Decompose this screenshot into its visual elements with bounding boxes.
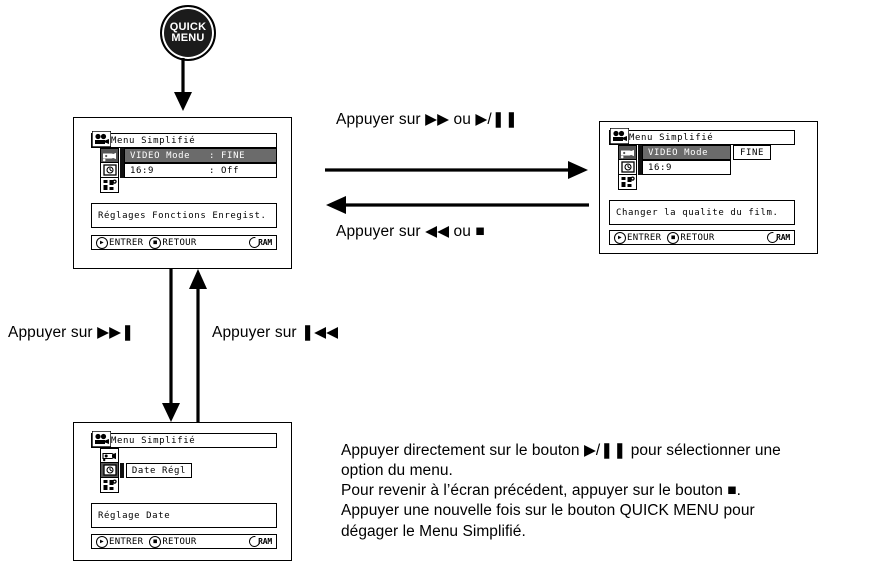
sidebar-icon-settings[interactable] (100, 178, 119, 193)
arrow-main-to-video-mode (325, 159, 589, 181)
video-camera-title-icon-2 (609, 127, 630, 145)
dvd-ram-logo-3: RAM (246, 533, 272, 550)
sidebar-icon-video-camera[interactable] (100, 148, 119, 163)
instruction-note-line3: Pour revenir à l’écran précédent, appuye… (341, 482, 741, 500)
menu-row-date-regl[interactable]: Date Régl (126, 463, 192, 478)
arrow-quickmenu-to-mainmenu (170, 58, 196, 112)
guide-back-label: RETOUR (162, 237, 197, 248)
screen-title-text-2: Menu Simplifié (629, 132, 714, 143)
screen-side-icon-column-main (100, 148, 119, 193)
row-selection-bar-2 (120, 163, 124, 178)
sidebar-icon-video-camera-2[interactable] (618, 145, 637, 160)
screen-side-icon-column-date (100, 448, 119, 493)
instruction-note-line2: option du menu. (341, 462, 453, 480)
screen-side-icon-column-video-mode (618, 145, 637, 190)
menu-row-video-mode[interactable]: VIDEO Mode : FINE (124, 148, 277, 163)
guide-back-label-2: RETOUR (680, 232, 715, 243)
media-label-3: RAM (258, 537, 272, 546)
menu-row-16-9-2[interactable]: 16:9 (642, 160, 731, 175)
screen-title-main: Menu Simplifié (91, 130, 277, 148)
arrow-date-to-main (185, 269, 211, 423)
instruction-note-line4: Appuyer une nouvelle fois sur le bouton … (341, 502, 755, 520)
row-selection-bar-3 (120, 463, 124, 478)
help-text-box-date: Réglage Date (91, 503, 277, 528)
flow-label-to-right: Appuyer sur ▶▶ ou ▶/❚❚ (336, 111, 518, 128)
guide-back-label-3: RETOUR (162, 536, 197, 547)
menu-row-16-9-label-2: 16:9 (648, 162, 673, 173)
help-text-box-video-mode: Changer la qualite du film. (609, 200, 795, 225)
dvd-ram-logo: RAM (246, 234, 272, 251)
stop-button-icon-3: ■ (149, 535, 162, 548)
guide-enter-label-3: ENTRER (109, 536, 144, 547)
row-selection-bar-2a (638, 145, 642, 160)
arrow-main-to-date (158, 269, 184, 423)
play-button-icon-2: ▶ (614, 231, 626, 244)
help-text-box-main: Réglages Fonctions Enregist. (91, 203, 277, 228)
menu-row-video-mode-label-2: VIDEO Mode (648, 147, 709, 158)
menu-row-16-9[interactable]: 16:9 : Off (124, 163, 277, 178)
help-text-date: Réglage Date (98, 510, 171, 521)
quick-menu-button-line2: MENU (171, 32, 205, 44)
guide-bar-date: ▶ ENTRER ■ RETOUR RAM (91, 533, 277, 550)
screen-panel-date-menu: Menu Simplifié (73, 422, 292, 561)
instruction-note: Appuyer directement sur le bouton ▶/❚❚ p… (341, 441, 841, 542)
flow-label-to-left: Appuyer sur ◀◀ ou ■ (336, 223, 485, 240)
screen-panel-video-mode: Menu Simplifié (599, 121, 818, 254)
menu-row-video-mode-value: : FINE (209, 150, 246, 161)
menu-row-16-9-value: : Off (209, 165, 240, 176)
lcd-screen-date: Menu Simplifié (74, 423, 291, 560)
guide-enter-label-2: ENTRER (627, 232, 662, 243)
menu-row-date-regl-label: Date Régl (131, 465, 187, 476)
value-box-fine[interactable]: FINE (733, 145, 771, 160)
lcd-screen-video-mode: Menu Simplifié (600, 122, 817, 253)
menu-row-video-mode-label: VIDEO Mode (130, 150, 191, 161)
arrow-video-mode-to-main (325, 194, 589, 216)
dvd-ram-logo-2: RAM (764, 229, 790, 246)
stop-button-icon-2: ■ (667, 231, 680, 244)
screen-panel-main-menu: Menu Simplifié (73, 117, 292, 269)
sidebar-icon-video-camera-3[interactable] (100, 448, 119, 463)
play-button-icon-3: ▶ (96, 535, 108, 548)
lcd-screen-main: Menu Simplifié (74, 118, 291, 268)
sidebar-icon-clock-3[interactable] (100, 463, 119, 478)
row-selection-bar-1 (120, 148, 124, 163)
row-selection-bar-2b (638, 160, 642, 175)
stop-button-icon: ■ (149, 236, 162, 249)
sidebar-icon-settings-2[interactable] (618, 175, 637, 190)
flow-label-down-left: Appuyer sur ▶▶❚ (8, 324, 135, 341)
value-box-fine-label: FINE (739, 147, 765, 158)
video-camera-title-icon-3 (91, 430, 112, 448)
flow-label-up-right: Appuyer sur ❚◀◀ (212, 324, 339, 341)
quick-menu-button-line1: QUICK (169, 20, 207, 33)
instruction-note-line1: Appuyer directement sur le bouton ▶/❚❚ p… (341, 442, 781, 459)
screen-title-text: Menu Simplifié (111, 135, 196, 146)
sidebar-icon-clock[interactable] (100, 163, 119, 178)
guide-bar-video-mode: ▶ ENTRER ■ RETOUR RAM (609, 229, 795, 246)
quick-menu-button[interactable]: QUICK MENU (160, 5, 216, 61)
sidebar-icon-settings-3[interactable] (100, 478, 119, 493)
sidebar-icon-clock-2[interactable] (618, 160, 637, 175)
menu-row-video-mode-2[interactable]: VIDEO Mode (642, 145, 731, 160)
video-camera-title-icon (91, 130, 112, 148)
screen-title-text-3: Menu Simplifié (111, 435, 196, 446)
media-label: RAM (258, 238, 272, 247)
screen-title-video-mode: Menu Simplifié (609, 127, 795, 145)
help-text-video-mode: Changer la qualite du film. (616, 207, 779, 218)
media-label-2: RAM (776, 233, 790, 242)
instruction-note-line5: dégager le Menu Simplifié. (341, 522, 526, 540)
guide-bar-main: ▶ ENTRER ■ RETOUR RAM (91, 234, 277, 251)
guide-enter-label: ENTRER (109, 237, 144, 248)
menu-row-16-9-label: 16:9 (130, 165, 155, 176)
help-text-main: Réglages Fonctions Enregist. (98, 210, 267, 221)
screen-title-date: Menu Simplifié (91, 430, 277, 448)
play-button-icon: ▶ (96, 236, 108, 249)
